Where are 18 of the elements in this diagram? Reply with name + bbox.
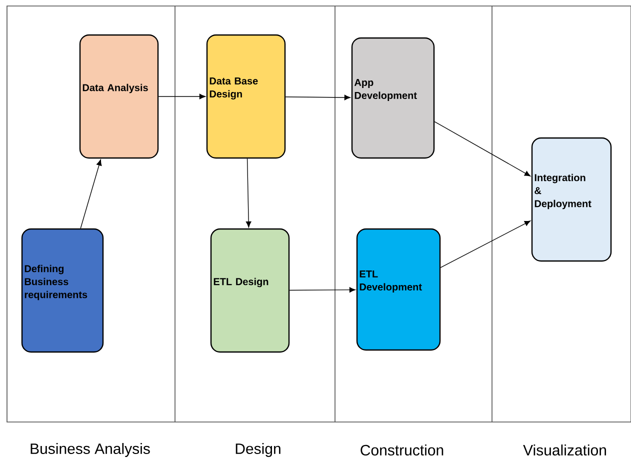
process-box: Integration & Deployment — [531, 137, 612, 262]
lane-heading: Business Analysis — [30, 443, 150, 457]
process-box: ETL Development — [356, 228, 441, 351]
process-box: App Development — [351, 37, 435, 159]
process-box: Defining Business requirements — [21, 228, 104, 353]
lane-heading: Visualization — [523, 444, 606, 456]
process-box: Data Base Design — [206, 34, 286, 159]
arrow — [440, 220, 531, 268]
arrow — [80, 159, 102, 229]
arrow — [246, 158, 252, 228]
arrow — [434, 121, 531, 176]
process-box: Data Analysis — [79, 34, 159, 159]
arrow — [289, 287, 356, 293]
lane-heading: Design — [236, 443, 280, 457]
arrow — [285, 94, 350, 100]
lane-heading: Construction — [360, 444, 444, 456]
arrow — [158, 94, 206, 100]
process-box: ETL Design — [210, 228, 290, 353]
